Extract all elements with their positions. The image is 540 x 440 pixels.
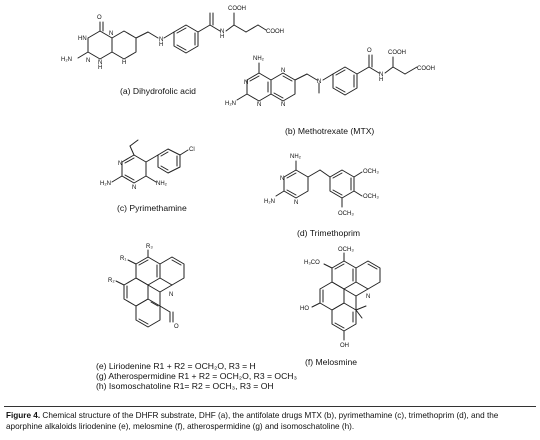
atom-d-n2: N [294,200,298,206]
atom-a-o1: O [97,15,102,21]
atom-b-cooh1: COOH [388,50,406,56]
atom-c-cl: Cl [189,147,195,153]
atom-d-n1: N [280,176,284,182]
atom-b-nh2-top: NH₂ [253,56,265,62]
atom-b-cooh2: COOH [417,66,435,72]
atom-e-n: N [169,292,173,298]
atom-b-n-me: N [317,79,321,85]
atom-a-n1: N [109,31,113,37]
atom-b-o: O [367,48,372,54]
atom-d-och3-3: OCH₃ [338,211,354,217]
atom-b-n4: N [281,102,285,108]
atom-d-och3-2: OCH₃ [363,194,379,200]
atom-a-n4: N [98,60,102,66]
atom-d-och3-1: OCH₃ [363,169,379,175]
legend-item-e: (e) Liriodenine R1 + R2 = OCH₂O, R3 = H [96,361,256,371]
legend-item-h: (h) Isomoschatoline R1= R2 = OCH₃, R3 = … [96,381,274,392]
structure-c-pyrimethamine: Cl N N H₂N NH₂ [100,139,195,191]
structure-d-trimethoprim: NH₂ N N H₂N OCH₃ OCH₃ OCH₃ [264,154,379,217]
atom-c-nh2: NH₂ [156,181,168,187]
atom-a-n2: N [86,58,90,64]
caption-b: (b) Methotrexate (MTX) [285,126,375,136]
atom-c-h2n: H₂N [100,181,111,187]
atom-c-n2: N [132,185,136,191]
structure-f-melosmine: OCH₃ H₃CO N HO OH [300,247,381,349]
atom-a-cooh1: COOH [228,6,246,12]
figure-label: Figure 4. [6,411,41,420]
atom-b-n2: N [257,102,261,108]
atom-f-oh: OH [340,343,349,349]
atom-e-o: O [174,324,179,330]
atom-a-nh1: N [159,37,163,43]
caption-f: (f) Melosmine [305,357,358,367]
atom-a-h2n: H₂N [61,57,72,63]
atom-f-och3: OCH₃ [338,247,354,253]
caption-d: (d) Trimethoprim [297,228,361,238]
caption-a: (a) Dihydrofolic acid [120,86,196,96]
atom-a-n3: H [122,60,126,66]
atom-b-n3: N [281,68,285,74]
atom-f-n: N [366,294,370,300]
atom-d-nh2: NH₂ [290,154,302,160]
caption-divider [4,406,536,407]
atom-c-n1: N [118,161,122,167]
structure-b-methotrexate: NH₂ H₂N N N N N N O COOH N H COOH [225,48,435,108]
atom-b-h-amide: H [379,77,383,83]
caption-c: (c) Pyrimethamine [117,203,187,213]
structure-e-aporphine: R₃ R₁ R₂ N O [108,244,185,330]
atom-e-r2: R₂ [108,278,115,284]
atom-e-r3: R₃ [146,244,153,250]
figure-caption: Figure 4. Chemical structure of the DHFR… [6,411,536,433]
atom-a-hn: HN [78,36,87,42]
atom-f-ho: HO [300,306,309,312]
atom-b-n-amide: N [379,72,383,78]
atom-f-h3co: H₃CO [304,260,320,266]
atom-a-h-amide: H [220,34,224,40]
atom-a-nh3: H [98,65,102,71]
atom-a-nh2: H [159,42,163,48]
atom-e-r1: R₁ [120,256,126,262]
atom-b-n1: N [244,80,248,86]
atom-d-h2n: H₂N [264,199,275,205]
atom-a-n-amide: N [220,29,224,35]
figure-caption-text: Chemical structure of the DHFR substrate… [6,411,499,431]
atom-b-h2n: H₂N [225,101,236,107]
aporphine-legend: (e) Liriodenine R1 + R2 = OCH₂O, R3 = H … [96,361,297,392]
legend-item-g: (g) Atherospermidine R1 + R2 = OCH₂O, R3… [96,371,297,382]
atom-a-cooh2: COOH [266,29,284,35]
structure-a-dihydrofolic-acid: O COOH H N COOH HN N N H H₂N N N H H [61,6,284,71]
